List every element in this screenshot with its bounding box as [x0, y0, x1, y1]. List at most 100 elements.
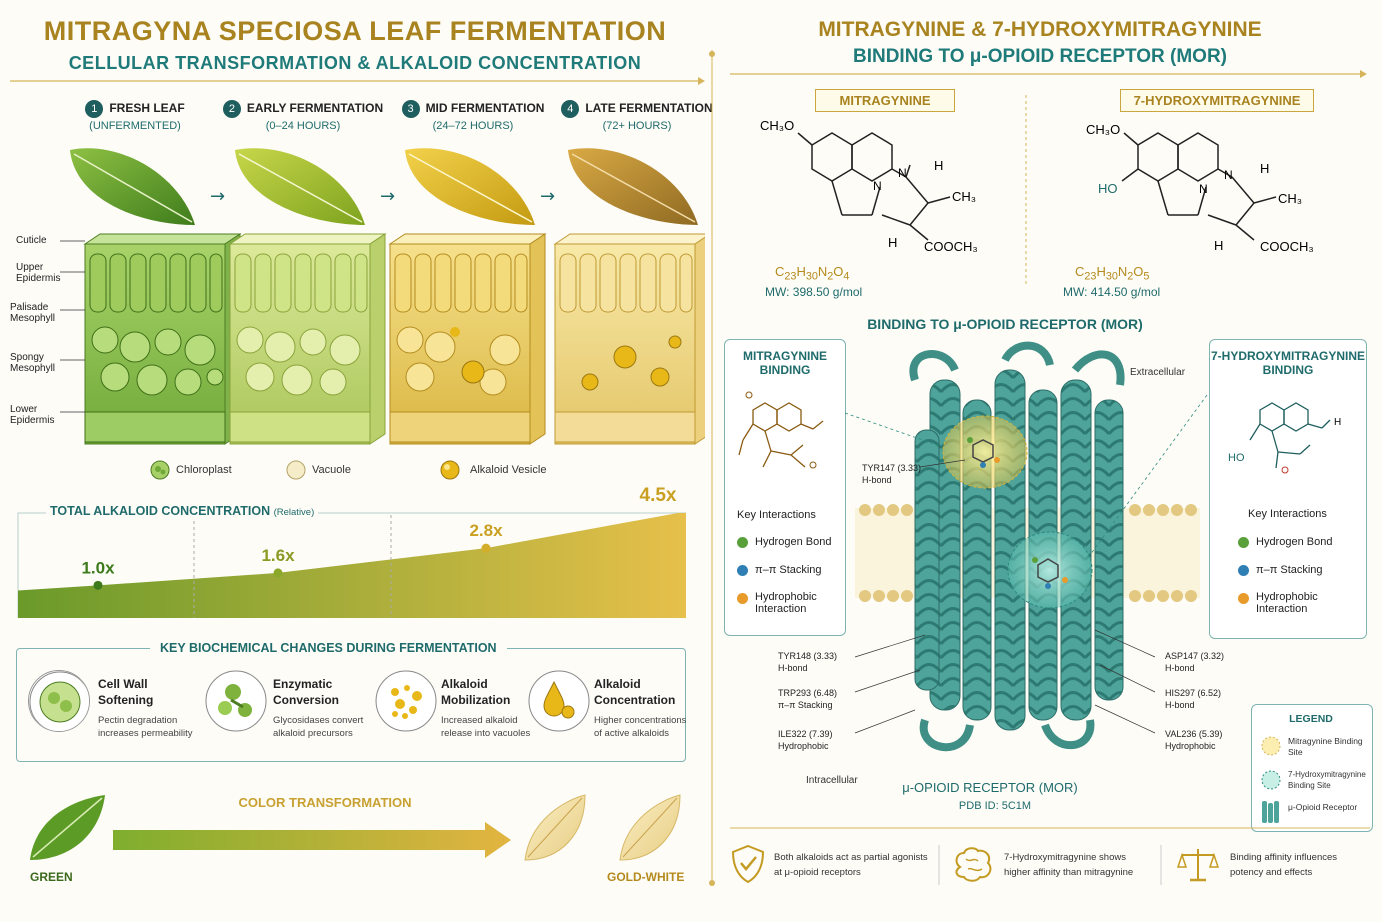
data-point [273, 568, 283, 578]
residue-label: ASP147 (3.32)H-bond [1165, 651, 1225, 673]
mol2-ch3o: CH₃O [1086, 122, 1120, 137]
formula-atom: H [796, 264, 806, 279]
chloroplast-icon [150, 460, 170, 480]
receptor-icon [1262, 801, 1279, 823]
mol2-cooch3: COOCH₃ [1260, 239, 1314, 254]
leaf-icon-late [568, 148, 698, 225]
change-desc: Glycosidases convert alkaloid precursors [273, 715, 364, 739]
formula-count: 2 [827, 270, 834, 283]
legend-item: μ-Opioid Receptor [1288, 802, 1358, 812]
formula-atom: O [1133, 264, 1144, 279]
data-point [93, 580, 103, 590]
interaction-hydrophobic: Hydrophobic Interaction [1238, 591, 1348, 615]
leaves-row: → → → [70, 148, 698, 225]
panel-ho-label: HO [1228, 452, 1245, 464]
stage-subtitle: (0–24 HOURS) [265, 120, 341, 132]
interaction-label: Hydrophobic Interaction [1256, 591, 1318, 615]
mitragynine-site-icon [1261, 736, 1281, 756]
change-title: Alkaloid Concentration [594, 677, 676, 707]
interaction-label: Hydrogen Bond [755, 536, 832, 548]
mol2-h2: H [1214, 238, 1223, 253]
chart-title-text: TOTAL ALKALOID CONCENTRATION [50, 504, 271, 518]
key-interactions-label: Key Interactions [737, 509, 816, 521]
change-desc: Increased alkaloid release into vacuoles [441, 715, 531, 739]
formula-atom: H [1096, 264, 1106, 279]
mol2-ho: HO [1098, 181, 1118, 196]
stage-number: 2 [222, 100, 241, 118]
formula-atom: N [1117, 264, 1128, 279]
formula-atom: N [817, 264, 828, 279]
residue-label: TRP293 (6.48)π–π Stacking [778, 688, 838, 710]
change-card-mobilization: Alkaloid Mobilization Increased alkaloid… [375, 670, 540, 745]
stage-title: MID FERMENTATION [425, 101, 545, 116]
leaf-icon-gold-white-2 [619, 794, 681, 861]
cell-wall-icon [28, 670, 90, 732]
mitragynine-binding-site [942, 415, 1028, 489]
legend-chloroplast: Chloroplast [176, 464, 232, 476]
formula-atom: C [775, 264, 785, 279]
binding-title: BINDING TO μ-OPIOID RECEPTOR (MOR) [867, 316, 1143, 332]
key-interactions-label: Key Interactions [1248, 508, 1327, 520]
mol2-n2: N [1224, 168, 1233, 182]
mol1-cooch3: COOCH₃ [924, 239, 978, 254]
title-divider-right [730, 70, 1367, 78]
7oh-site-icon [1261, 770, 1281, 790]
mol1-formula: C23H30N2O4 [775, 264, 849, 283]
interaction-label: Hydrophobic Interaction [755, 591, 817, 615]
chart-title-suffix: (Relative) [273, 507, 315, 518]
mol1-ch3o: CH₃O [760, 118, 794, 133]
interaction-label: Hydrogen Bond [1256, 536, 1333, 548]
residue-label: TYR147 (3.33)H-bond [862, 463, 922, 485]
7oh-binding-site [1007, 531, 1093, 609]
change-card-concentration: Alkaloid Concentration Higher concentrat… [528, 670, 693, 745]
residue-label: VAL236 (5.39)Hydrophobic [1165, 729, 1223, 751]
cross-section-mid [388, 233, 547, 445]
panel-title: MITRAGYNINE BINDING [743, 349, 827, 377]
mitragynine-binding-panel: MITRAGYNINE BINDING Key Interactions Hyd… [724, 339, 846, 636]
change-card-cell-wall: Cell Wall Softening Pectin degradation i… [28, 670, 193, 745]
note-2: 7-Hydroxymitragynine shows higher affini… [1004, 852, 1134, 878]
layer-label-upper-epidermis: Upper Epidermis [16, 262, 61, 284]
change-desc: Pectin degradation increases permeabilit… [98, 715, 193, 739]
formula-count: 2 [1127, 270, 1134, 283]
interaction-hydrophobic: Hydrophobic Interaction [737, 591, 837, 615]
right-subtitle: BINDING TO μ-OPIOID RECEPTOR (MOR) [852, 46, 1228, 67]
layer-label-spongy: Spongy Mesophyll [10, 352, 56, 374]
mol1-ch3: CH₃ [952, 189, 976, 204]
hydrophobic-dot-icon [737, 593, 748, 604]
mol1-mw: MW: 398.50 g/mol [765, 285, 863, 299]
mol2-name-tag: 7-HYDROXYMITRAGYNINE [1120, 89, 1314, 112]
main-title: MITRAGYNA SPECIOSA LEAF FERMENTATION [43, 16, 667, 46]
stage-number: 4 [561, 100, 580, 118]
interaction-hbond: Hydrogen Bond [1238, 536, 1332, 548]
mol2-mw: MW: 414.50 g/mol [1063, 285, 1161, 299]
7oh-binding-panel: 7-HYDROXYMITRAGYNINE BINDING H HO Key In… [1209, 339, 1367, 639]
residue-label: ILE322 (7.39)Hydrophobic [778, 729, 833, 751]
receptor-name: μ-OPIOID RECEPTOR (MOR) [902, 780, 1078, 795]
droplet-icon [528, 670, 590, 732]
formula-count: 4 [843, 270, 850, 283]
note-separator [938, 845, 940, 885]
mitragynine-mini-structure [738, 391, 824, 469]
hydrophobic-dot-icon [1238, 593, 1249, 604]
molecule-divider [1025, 95, 1027, 285]
concentration-area [18, 513, 686, 618]
stage-subtitle: (72+ HOURS) [602, 120, 672, 132]
cross-section-early [228, 233, 387, 445]
change-desc: Higher concentrations of active alkaloid… [594, 715, 687, 739]
vertical-divider [709, 50, 715, 886]
mol1-n2: N [898, 166, 907, 180]
stage-number: 3 [401, 100, 420, 118]
change-title: Enzymatic Conversion [273, 677, 340, 707]
formula-count: 30 [1105, 270, 1118, 283]
legend-vacuole: Vacuole [312, 464, 351, 476]
vacuole-icon [286, 460, 306, 480]
hbond-dot-icon [1238, 536, 1249, 548]
mol2-n1: N [1199, 182, 1208, 196]
svg-text:→: → [540, 186, 555, 207]
cross-section-fresh [83, 233, 242, 445]
stage-subtitle: (24–72 HOURS) [432, 120, 514, 132]
change-title: Alkaloid Mobilization [441, 677, 511, 707]
